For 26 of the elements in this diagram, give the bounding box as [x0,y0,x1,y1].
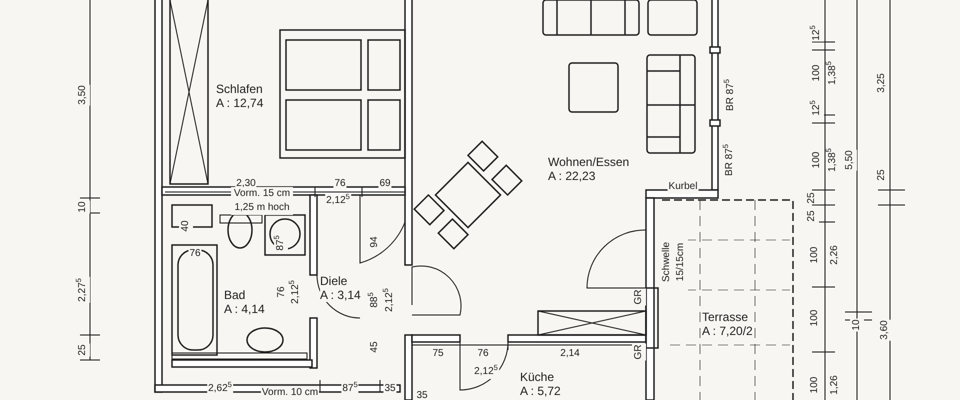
dimension-label: 69 [378,177,392,191]
dimension-label: 25 [805,209,819,223]
room-area: A : 7,20/2 [702,324,753,338]
dimension-label: 35 [383,382,397,396]
dimension-label: 76 [333,177,347,191]
room-name: Wohnen/Essen [548,155,630,169]
dimension-label: GR [632,344,646,360]
room-name: Schlafen [216,82,264,96]
room-area: A : 5,72 [520,384,561,398]
dimension-label: 10 [850,318,864,332]
dimension-label: 3,60 [878,319,892,341]
dimension-label: 2,62$^{5}$ [207,382,233,396]
dimension-label: 2,12$^{5}$ [473,365,499,379]
dimension-label: 40 [179,219,193,233]
dimension-label: GR [632,288,646,306]
room-area: A : 12,74 [216,96,264,110]
dimension-label: 5,50 [843,149,857,171]
dimension-label: 3,50 [76,84,90,106]
dimension-label: Kurbel [668,180,698,194]
dimension-label: 10 [76,200,90,214]
room-area: A : 3,14 [320,288,361,302]
room-area: A : 4,14 [224,302,265,316]
dimension-label: Vorm. 15 cm 1,25 m hoch [231,187,293,215]
dimension-label: 25 [76,343,90,357]
dimension-label: 35 [415,389,429,400]
dimension-label: 87$^{5}$ [341,382,359,396]
